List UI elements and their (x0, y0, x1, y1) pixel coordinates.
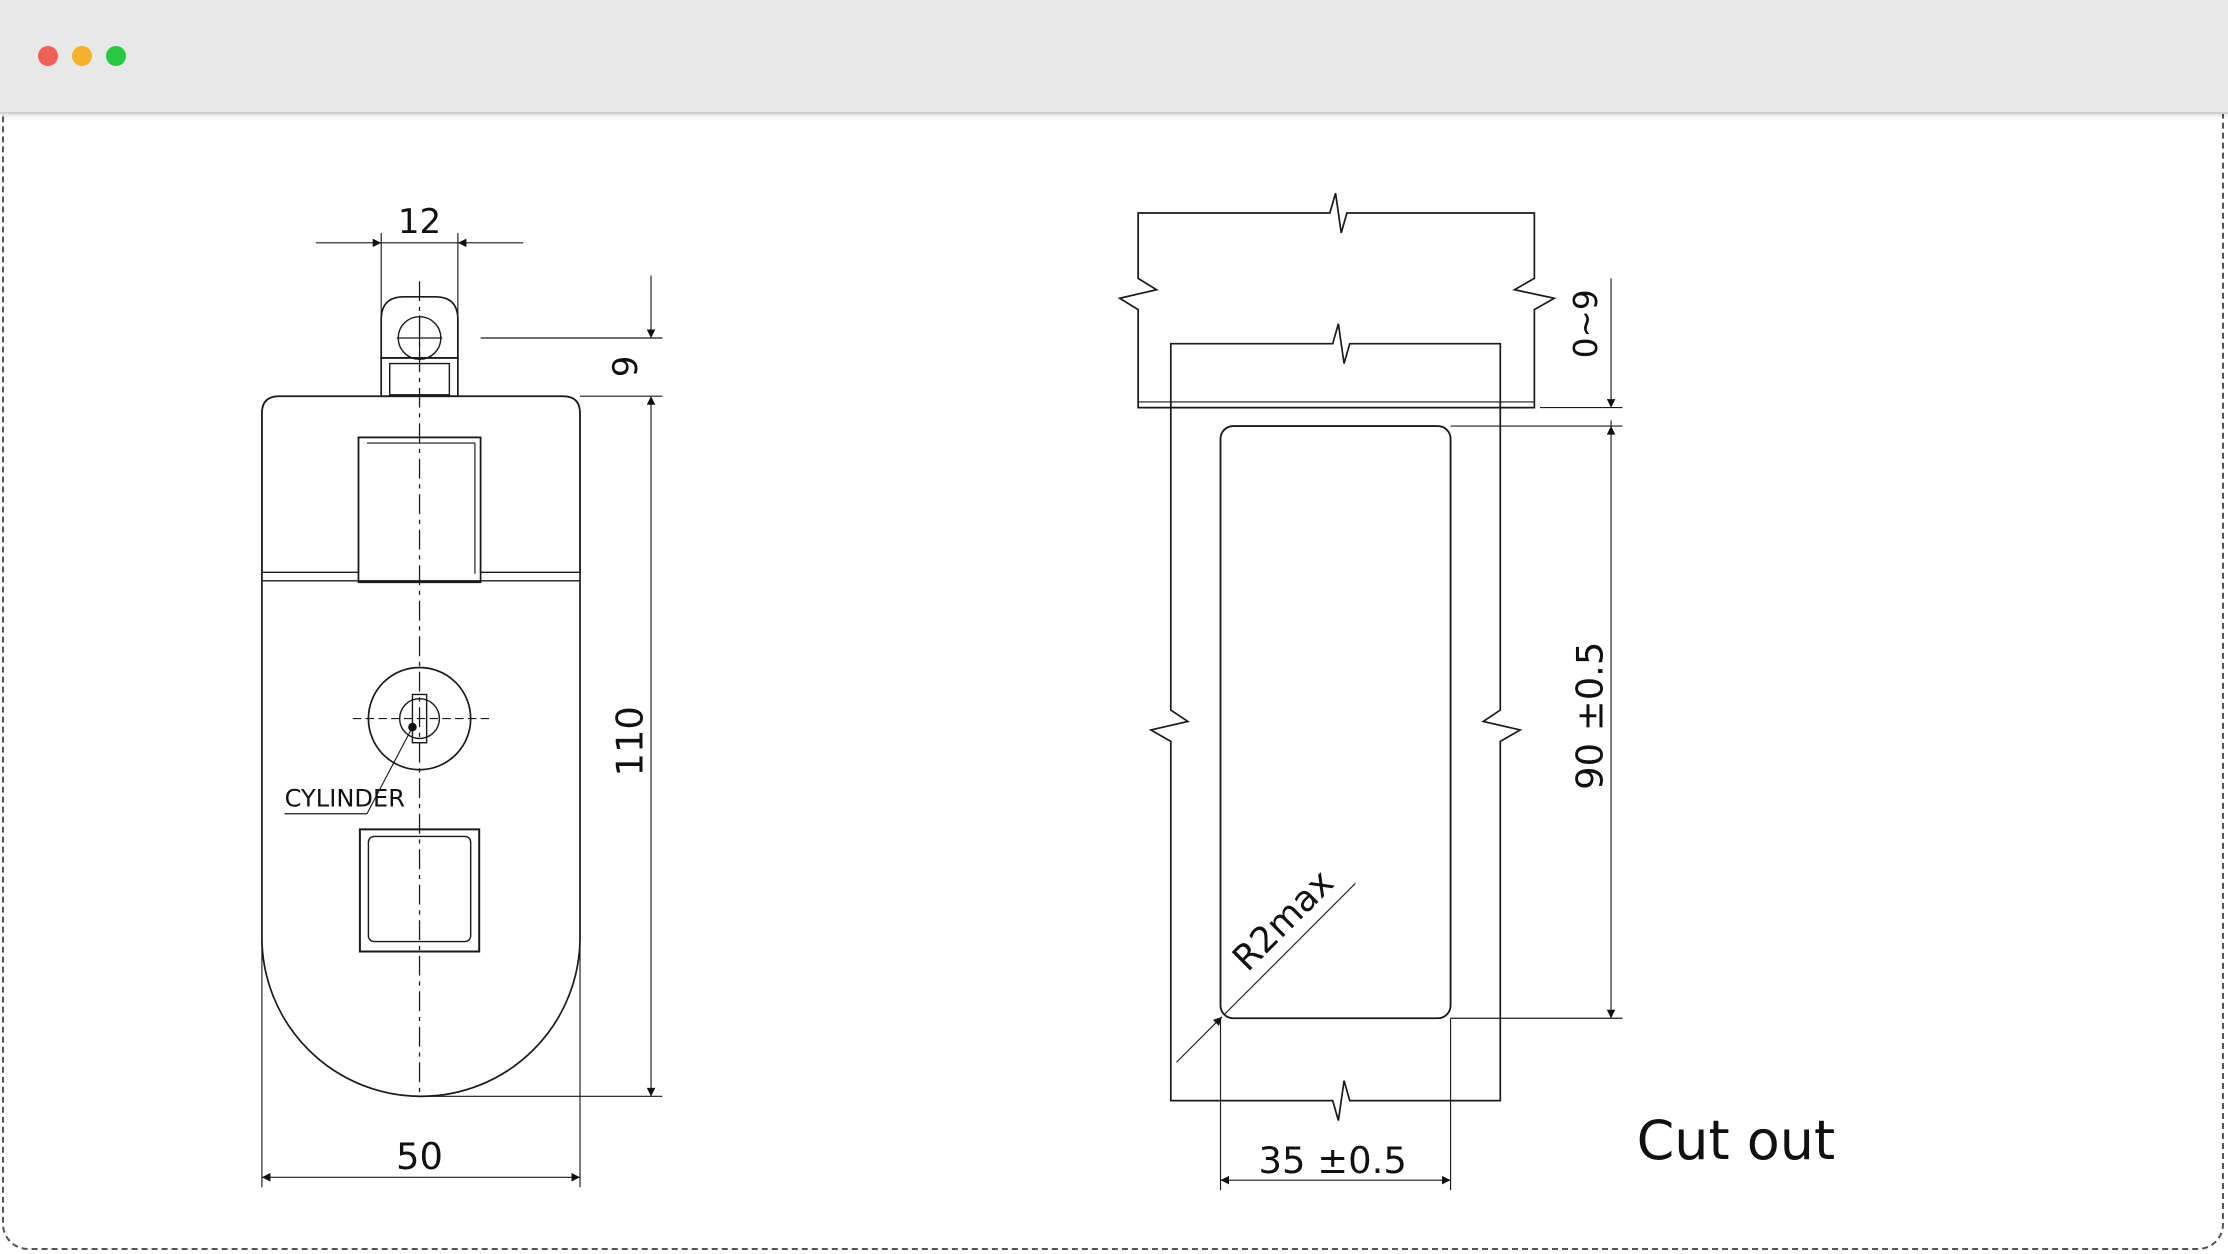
dim-cutout-width: 35 ±0.5 (1259, 1139, 1407, 1182)
cutout-title: Cut out (1637, 1109, 1836, 1172)
dim-cap-height: 9 (606, 356, 646, 378)
lock-upper-panel (261, 395, 581, 574)
lock-button-inner (367, 835, 472, 943)
dim-cutout-height: 90 ±0.5 (1569, 642, 1612, 790)
cylinder-label: CYLINDER (285, 785, 406, 813)
window-controls (38, 46, 126, 66)
lock-view: 12 9 110 50 CYLINDER (261, 202, 663, 1188)
drawing-frame (2, 112, 2224, 1250)
lock-body (261, 395, 581, 1098)
panel-front (1148, 323, 1523, 1121)
cutout-view: 0~9 90 ±0.5 35 ±0.5 R2max Cut out (1117, 192, 1836, 1191)
maximize-button[interactable] (106, 46, 126, 66)
dim-top-width: 12 (398, 202, 441, 242)
cutout-hole (1219, 425, 1452, 1020)
dim-panel-thickness: 0~9 (1567, 289, 1605, 358)
dim-width: 50 (396, 1135, 443, 1178)
window-titlebar (0, 0, 2228, 114)
minimize-button[interactable] (72, 46, 92, 66)
panel-back (1117, 192, 1557, 409)
dim-body-height: 110 (609, 706, 652, 776)
lock-slot (357, 436, 482, 584)
radius-label: R2max (1225, 862, 1342, 979)
close-button[interactable] (38, 46, 58, 66)
